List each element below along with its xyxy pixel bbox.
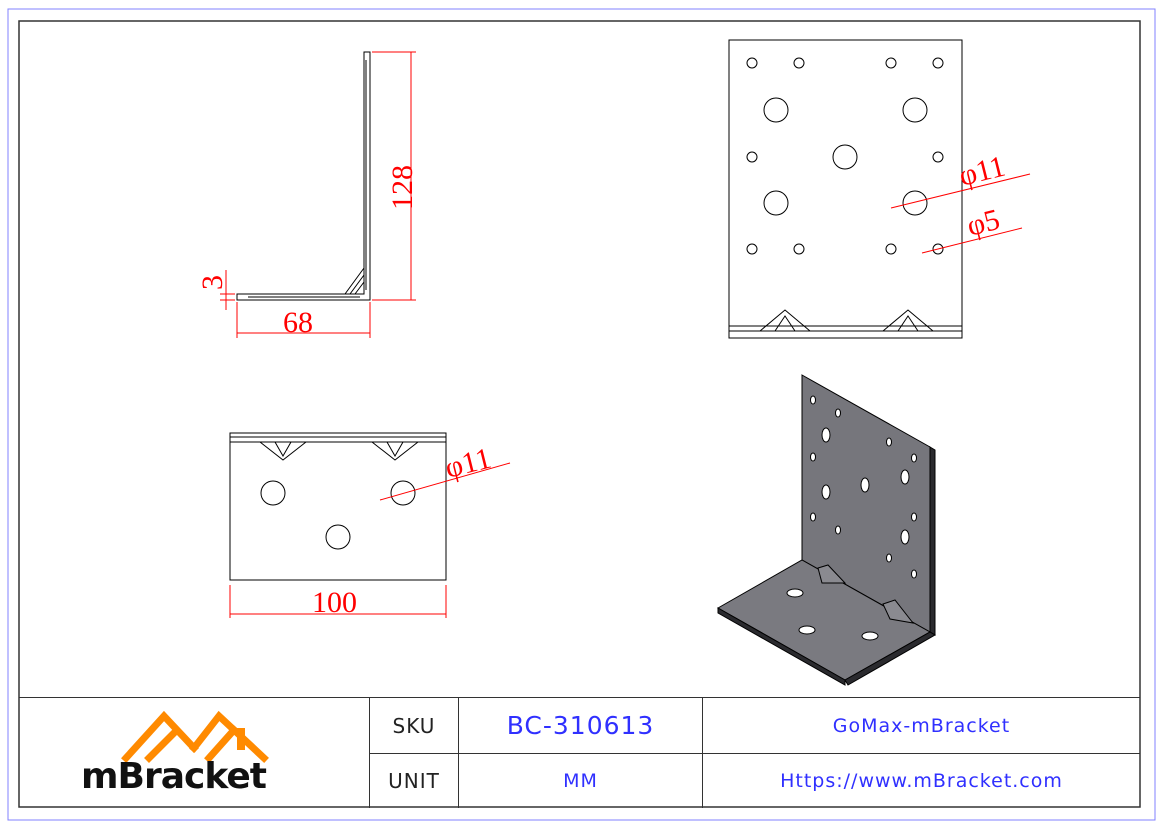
small-hole-diameter: φ5 xyxy=(964,203,1003,243)
website-link[interactable]: Https://www.mBracket.com xyxy=(780,770,1063,792)
front-view xyxy=(229,432,447,581)
product-name: GoMax-mBracket xyxy=(832,714,1011,737)
drawing-frame xyxy=(18,20,1141,808)
unit-label: UNIT xyxy=(388,769,440,793)
isometric-view xyxy=(716,374,936,686)
company-logo: mBracket xyxy=(79,708,289,803)
depth-dimension: 68 xyxy=(283,306,313,339)
thickness-dimension: 3 xyxy=(196,275,229,290)
top-view-leaders xyxy=(890,173,1031,254)
unit-value: MM xyxy=(563,770,598,792)
large-hole-diameter: φ11 xyxy=(956,150,1009,193)
side-view-dimensions xyxy=(220,51,416,338)
outer-border xyxy=(7,8,1156,821)
title-block: mBracket SKU BC-310613 GoMax-mBracket UN… xyxy=(19,697,1140,808)
top-view xyxy=(728,39,963,339)
front-view-dimensions xyxy=(229,462,511,618)
sku-label: SKU xyxy=(392,713,436,738)
front-hole-diameter: φ11 xyxy=(442,442,495,485)
roof-logo-icon xyxy=(121,710,269,763)
height-dimension: 128 xyxy=(386,165,419,210)
sku-value: BC-310613 xyxy=(506,711,655,740)
logo-text: mBracket xyxy=(81,756,267,797)
width-dimension: 100 xyxy=(312,586,357,619)
side-view xyxy=(236,51,371,301)
